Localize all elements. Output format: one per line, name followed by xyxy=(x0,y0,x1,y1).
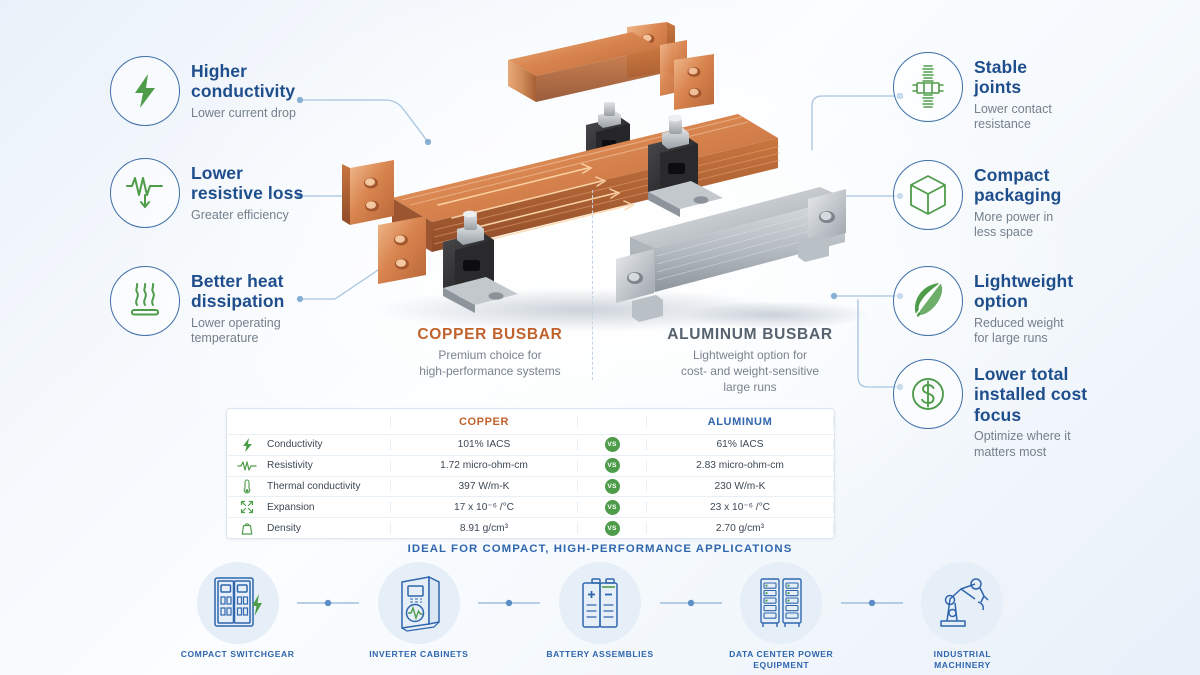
resistance-waveform-icon xyxy=(227,460,267,472)
callout-subtitle: Greater efficiency xyxy=(191,207,289,222)
server-rack-icon xyxy=(740,562,823,644)
application-industrial-machinery[interactable]: INDUSTRIAL MACHINERY xyxy=(905,562,1020,671)
weight-icon xyxy=(227,521,267,535)
product-divider xyxy=(592,190,593,380)
application-label: INDUSTRIAL MACHINERY xyxy=(933,649,992,671)
expand-arrows-icon xyxy=(227,500,267,514)
row-label: Conductivity xyxy=(267,439,323,451)
table-row: Conductivity 101% IACS VS 61% IACS xyxy=(227,434,834,455)
copper-busbar-caption: COPPER BUSBAR Premium choice for high-pe… xyxy=(340,326,640,380)
callout-subtitle: Lower operating temperature xyxy=(191,315,281,346)
aluminum-busbar-caption: ALUMINUM BUSBAR Lightweight option for c… xyxy=(610,326,890,396)
row-copper-value: 1.72 micro-ohm-cm xyxy=(390,460,578,472)
row-aluminum-value: 2.70 g/cm³ xyxy=(646,522,834,534)
row-label: Density xyxy=(267,522,301,534)
vs-badge: VS xyxy=(604,478,620,494)
flow-connector xyxy=(476,562,542,644)
lightning-bolt-icon xyxy=(227,437,267,452)
application-label: BATTERY ASSEMBLIES xyxy=(546,649,654,659)
header-copper: COPPER xyxy=(390,415,578,428)
callout-subtitle: Optimize where it matters most xyxy=(974,428,1071,459)
row-copper-value: 101% IACS xyxy=(390,439,578,451)
busbar-product-illustration xyxy=(342,22,870,332)
table-row: Thermal conductivity 397 W/m-K VS 230 W/… xyxy=(227,475,834,497)
aluminum-busbar-title: ALUMINUM BUSBAR xyxy=(667,326,833,343)
callout-title: Better heat dissipation xyxy=(191,271,285,312)
callout-compact-packaging[interactable]: Compact packaging More power in less spa… xyxy=(893,160,1061,241)
copper-busbar-title: COPPER BUSBAR xyxy=(417,326,563,343)
callout-title: Lower resistive loss xyxy=(191,163,304,204)
row-aluminum-value: 230 W/m-K xyxy=(646,480,834,492)
application-data-center-power-equipment[interactable]: DATA CENTER POWER EQUIPMENT xyxy=(724,562,839,671)
applications-strip: COMPACT SWITCHGEAR xyxy=(180,562,1020,670)
resistance-waveform-down-icon xyxy=(110,158,180,228)
application-battery-assemblies[interactable]: BATTERY ASSEMBLIES xyxy=(542,562,657,660)
battery-pair-icon xyxy=(559,562,641,644)
row-aluminum-value: 23 x 10⁻⁶ /°C xyxy=(646,501,834,513)
row-label: Resistivity xyxy=(267,460,313,472)
lightning-bolt-icon xyxy=(110,56,180,126)
callout-title: Stable joints xyxy=(974,57,1028,98)
inverter-cabinet-icon xyxy=(377,562,460,644)
row-label: Thermal conductivity xyxy=(267,480,361,492)
vs-badge: VS xyxy=(604,437,620,453)
callout-better-heat-dissipation[interactable]: Better heat dissipation Lower operating … xyxy=(110,266,284,347)
callout-subtitle: Reduced weight for large runs xyxy=(974,315,1064,346)
comparison-table: COPPER ALUMINUM Conductivity 101% IACS V… xyxy=(226,408,835,539)
callout-lightweight-option[interactable]: Lightweight option Reduced weight for la… xyxy=(893,266,1073,347)
row-label: Expansion xyxy=(267,501,315,513)
vs-badge: VS xyxy=(604,520,620,536)
feather-icon xyxy=(893,266,963,336)
callout-title: Lower total installed cost focus xyxy=(974,364,1088,425)
row-aluminum-value: 61% IACS xyxy=(646,439,834,451)
callout-subtitle: Lower current drop xyxy=(191,105,296,120)
table-row: Resistivity 1.72 micro-ohm-cm VS 2.83 mi… xyxy=(227,454,834,476)
table-header-row: COPPER ALUMINUM xyxy=(227,409,834,434)
switchgear-cabinet-icon xyxy=(196,562,279,644)
row-aluminum-value: 2.83 micro-ohm-cm xyxy=(646,460,834,472)
aluminum-busbar-desc: Lightweight option for cost- and weight-… xyxy=(680,348,820,394)
callout-lower-resistive-loss[interactable]: Lower resistive loss Greater efficiency xyxy=(110,158,303,228)
bolt-nut-joint-icon xyxy=(893,52,963,122)
application-label: DATA CENTER POWER EQUIPMENT xyxy=(729,649,834,671)
callout-title: Lightweight option xyxy=(974,271,1074,312)
applications-title: IDEAL FOR COMPACT, HIGH-PERFORMANCE APPL… xyxy=(407,543,793,555)
flow-connector xyxy=(839,562,905,644)
vs-badge-cell: VS xyxy=(578,437,646,453)
vs-badge: VS xyxy=(604,458,620,474)
flow-connector xyxy=(295,562,361,644)
table-row: Expansion 17 x 10⁻⁶ /°C VS 23 x 10⁻⁶ /°C xyxy=(227,496,834,517)
vs-badge-cell: VS xyxy=(578,478,646,494)
vs-badge-cell: VS xyxy=(578,499,646,515)
cube-package-icon xyxy=(893,160,963,230)
application-label: INVERTER CABINETS xyxy=(369,649,469,659)
callout-subtitle: Lower contact resistance xyxy=(974,101,1052,132)
flow-connector xyxy=(658,562,724,644)
row-copper-value: 17 x 10⁻⁶ /°C xyxy=(390,501,578,513)
application-label: COMPACT SWITCHGEAR xyxy=(180,649,295,659)
heat-dissipation-icon xyxy=(110,266,180,336)
copper-busbar-desc: Premium choice for high-performance syst… xyxy=(419,348,561,378)
vs-badge-cell: VS xyxy=(578,520,646,536)
thermometer-icon xyxy=(227,479,267,494)
callout-title: Higher conductivity xyxy=(191,61,296,102)
row-copper-value: 8.91 g/cm³ xyxy=(390,522,578,534)
robot-arm-icon xyxy=(921,562,1004,644)
row-copper-value: 397 W/m-K xyxy=(390,480,578,492)
vs-badge: VS xyxy=(604,499,620,515)
callout-stable-joints[interactable]: Stable joints Lower contact resistance xyxy=(893,52,1052,133)
dollar-coin-icon xyxy=(893,359,963,429)
vs-badge-cell: VS xyxy=(578,458,646,474)
callout-title: Compact packaging xyxy=(974,165,1062,206)
callout-subtitle: More power in less space xyxy=(974,209,1054,240)
table-row: Density 8.91 g/cm³ VS 2.70 g/cm³ xyxy=(227,517,834,538)
callout-lower-total-installed-cost[interactable]: Lower total installed cost focus Optimiz… xyxy=(893,359,1129,460)
callout-higher-conductivity[interactable]: Higher conductivity Lower current drop xyxy=(110,56,296,126)
application-compact-switchgear[interactable]: COMPACT SWITCHGEAR xyxy=(180,562,295,660)
header-aluminum: ALUMINUM xyxy=(646,415,834,428)
application-inverter-cabinets[interactable]: INVERTER CABINETS xyxy=(361,562,476,660)
